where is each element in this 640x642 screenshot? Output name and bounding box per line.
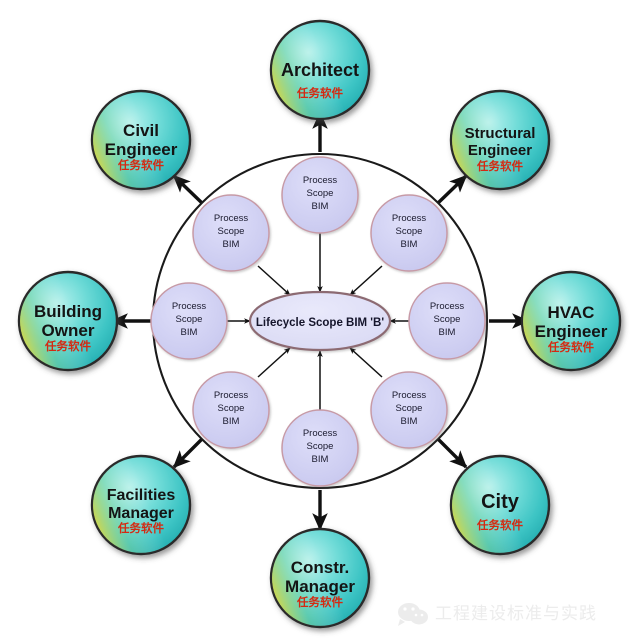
process-node-shape [281, 156, 359, 234]
arrow-proc-se-to-core [349, 347, 383, 378]
wechat-icon [398, 603, 428, 626]
process-node-shape [370, 194, 448, 272]
role-bubble-group: Architect 任务软件 Structural Engineer 任务软件 … [17, 19, 622, 629]
process-node-line2: Scope [218, 226, 245, 237]
arrow-to-facilities-manager [172, 437, 204, 469]
process-node-line1: Process [303, 175, 338, 186]
role-bubble-civil-engineer[interactable]: Civil Engineer 任务软件 [90, 89, 192, 191]
process-node-line2: Scope [176, 314, 203, 325]
role-label-line2: Engineer [105, 140, 178, 159]
process-node-line2: Scope [218, 403, 245, 414]
role-label-line1: Building [34, 302, 102, 321]
role-label-line2: Owner [42, 321, 95, 340]
role-bubble-hvac-engineer[interactable]: HVAC Engineer 任务软件 [520, 270, 622, 372]
process-node-shape [370, 371, 448, 449]
process-node-line3: BIM [312, 201, 329, 212]
arrow-proc-nw-to-core [257, 265, 291, 296]
process-node-line3: BIM [401, 239, 418, 250]
process-node-w[interactable]: Process Scope BIM [150, 282, 228, 360]
process-node-line3: BIM [223, 239, 240, 250]
outward-arrow-group [110, 111, 530, 531]
process-node-e[interactable]: Process Scope BIM [408, 282, 486, 360]
core-node-label: Lifecycle Scope BIM 'B' [256, 317, 384, 329]
process-node-n[interactable]: Process Scope BIM [281, 156, 359, 234]
watermark: 工程建设标准与实践 [398, 603, 597, 626]
process-node-shape [150, 282, 228, 360]
role-label-cn: 任务软件 [547, 340, 594, 354]
process-node-shape [281, 409, 359, 487]
role-label-line1: Civil [123, 121, 159, 140]
process-node-shape [408, 282, 486, 360]
role-label-line2: Manager [285, 577, 355, 596]
process-node-line3: BIM [401, 416, 418, 427]
arrow-to-structural-engineer [436, 174, 468, 205]
role-label-line1: Structural [465, 125, 536, 142]
process-node-shape [192, 371, 270, 449]
role-bubble-edge-glow [93, 457, 189, 553]
process-node-line1: Process [172, 301, 207, 312]
process-node-line2: Scope [396, 403, 423, 414]
process-node-line1: Process [392, 390, 427, 401]
role-bubble-architect[interactable]: Architect 任务软件 [269, 19, 371, 121]
role-label-cn: 任务软件 [296, 86, 343, 100]
process-node-s[interactable]: Process Scope BIM [281, 409, 359, 487]
role-label-line1: Facilities [107, 487, 176, 504]
process-node-line2: Scope [396, 226, 423, 237]
role-label-line1: Constr. [291, 558, 350, 577]
process-node-shape [192, 194, 270, 272]
arrow-proc-sw-to-core [257, 347, 291, 378]
role-bubble-edge-glow [272, 22, 368, 118]
process-node-nw[interactable]: Process Scope BIM [192, 194, 270, 272]
process-node-se[interactable]: Process Scope BIM [370, 371, 448, 449]
process-node-line2: Scope [434, 314, 461, 325]
role-label-cn: 任务软件 [117, 158, 164, 172]
inward-arrow-group [227, 230, 413, 414]
core-node-shape [248, 290, 392, 352]
role-bubble-edge-glow [523, 273, 619, 369]
role-label-line1: City [481, 491, 520, 513]
role-bubble-building-owner[interactable]: Building Owner 任务软件 [17, 270, 119, 372]
role-label-cn: 任务软件 [44, 339, 91, 353]
watermark-text: 工程建设标准与实践 [435, 604, 597, 624]
process-node-line2: Scope [307, 441, 334, 452]
process-node-group: Process Scope BIM Process Scope BIM Proc… [150, 156, 486, 487]
role-bubble-edge-glow [272, 530, 368, 626]
role-label-line2: Engineer [468, 142, 532, 159]
process-node-line3: BIM [223, 416, 240, 427]
role-bubble-edge-glow [452, 92, 548, 188]
role-bubble-edge-glow [452, 457, 548, 553]
role-label-cn: 任务软件 [296, 595, 343, 609]
role-label-cn: 任务软件 [476, 159, 523, 173]
process-node-line1: Process [303, 428, 338, 439]
process-node-line1: Process [392, 213, 427, 224]
arrow-to-civil-engineer [172, 174, 204, 205]
process-node-line1: Process [430, 301, 465, 312]
process-node-line3: BIM [312, 454, 329, 465]
role-bubble-city[interactable]: City 任务软件 [449, 454, 551, 556]
role-bubble-edge-glow [93, 92, 189, 188]
role-bubble-structural-engineer[interactable]: Structural Engineer 任务软件 [449, 89, 551, 191]
arrow-proc-ne-to-core [349, 265, 383, 296]
process-node-line3: BIM [181, 327, 198, 338]
role-label-line2: Engineer [535, 322, 608, 341]
process-node-sw[interactable]: Process Scope BIM [192, 371, 270, 449]
role-label-line1: Architect [281, 60, 359, 80]
role-label-cn: 任务软件 [476, 518, 523, 532]
core-node[interactable]: Lifecycle Scope BIM 'B' [248, 290, 392, 352]
role-bubble-facilities-manager[interactable]: Facilities Manager 任务软件 [90, 454, 192, 556]
process-node-line2: Scope [307, 188, 334, 199]
process-node-line1: Process [214, 213, 249, 224]
process-node-line3: BIM [439, 327, 456, 338]
role-label-cn: 任务软件 [117, 521, 164, 535]
arrow-to-city [436, 437, 468, 469]
role-label-line1: HVAC [548, 303, 595, 322]
role-label-line2: Manager [108, 505, 174, 522]
role-bubble-constr-manager[interactable]: Constr. Manager 任务软件 [269, 527, 371, 629]
role-bubble-edge-glow [20, 273, 116, 369]
process-node-line1: Process [214, 390, 249, 401]
process-node-ne[interactable]: Process Scope BIM [370, 194, 448, 272]
